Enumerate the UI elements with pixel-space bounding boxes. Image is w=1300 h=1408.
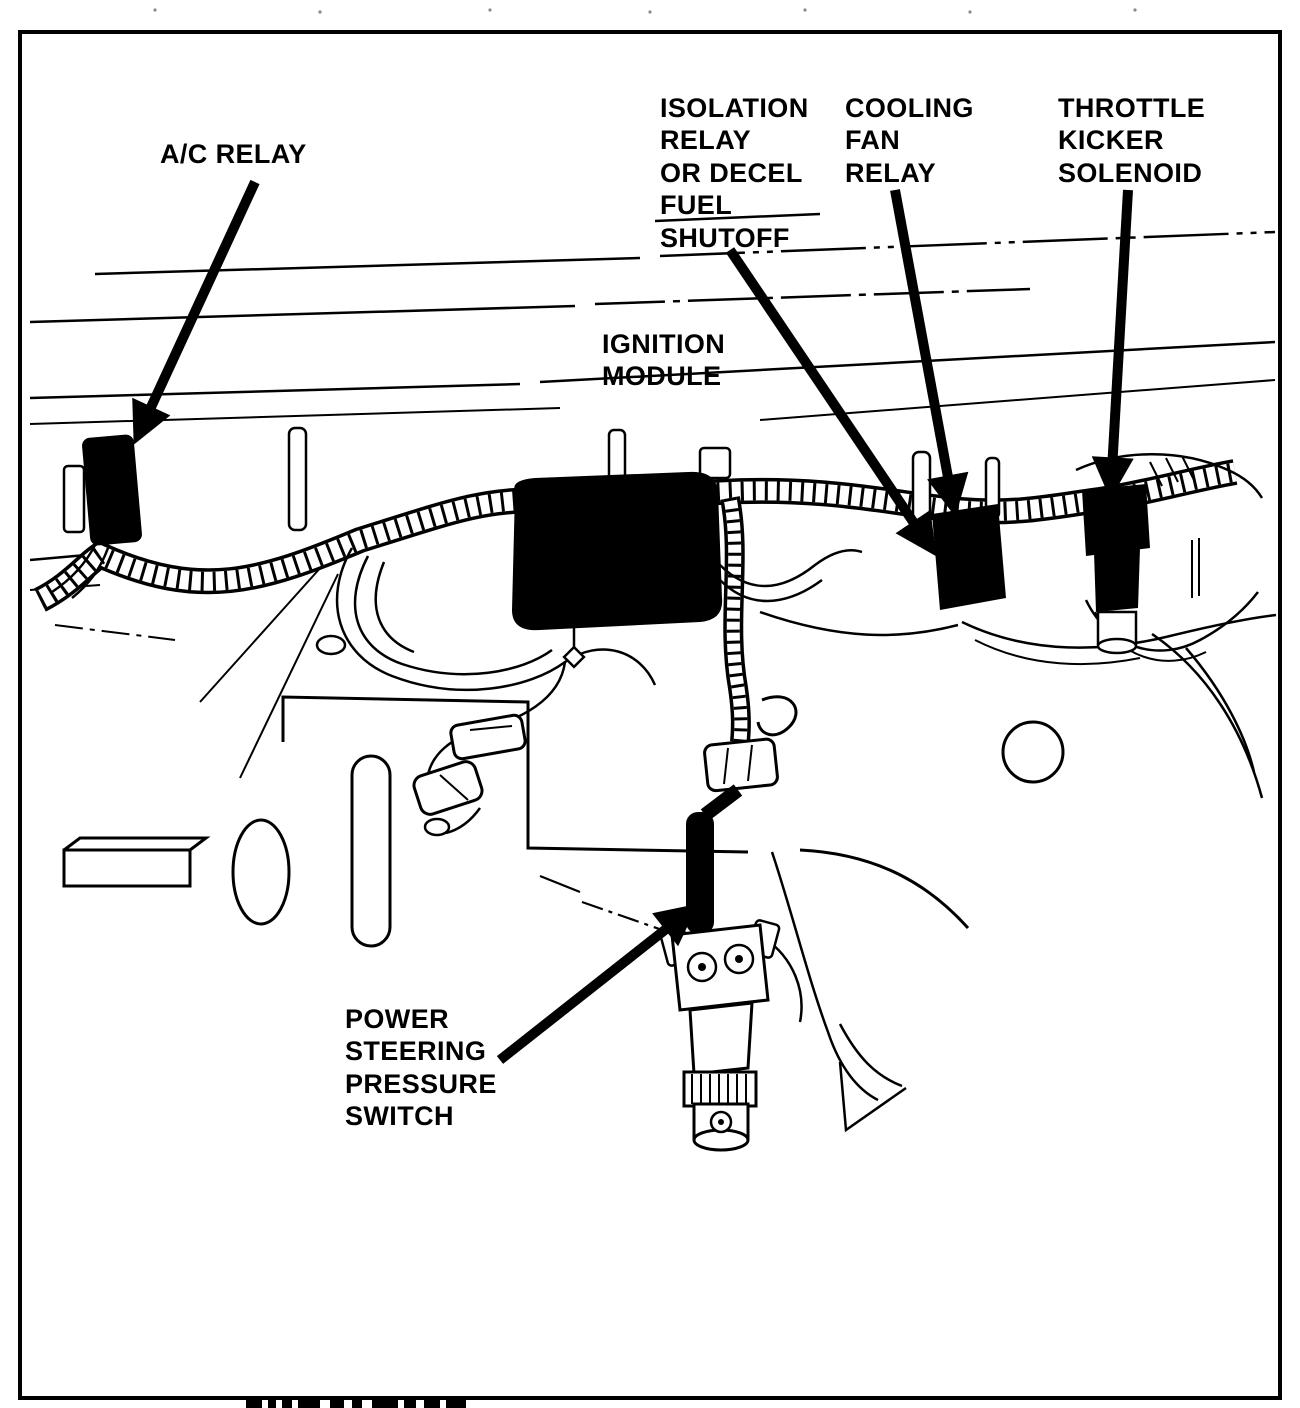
ignition-module-component (512, 471, 723, 631)
callout-arrows (132, 179, 1134, 1064)
hatch-marks (1149, 455, 1200, 598)
harness-connectors (412, 713, 527, 816)
connector-plug (703, 695, 798, 793)
harness-drop-tube (720, 496, 751, 743)
dash-dot-marks (539, 874, 669, 934)
arrow-isolation-relay (725, 247, 937, 557)
ac-relay-component (51, 434, 142, 599)
arrow-cooling-fan-relay (890, 189, 969, 517)
left-hardware (62, 634, 451, 948)
body-lines (29, 212, 1276, 641)
arrow-power-steering-switch (496, 903, 699, 1064)
figure-border (18, 30, 1282, 1400)
fender-lines (763, 851, 907, 1133)
grommet-hole (1001, 720, 1065, 784)
panel-lines (281, 591, 1277, 930)
label-ac-relay: A/C RELAY (160, 139, 307, 169)
label-isolation-relay: ISOLATION RELAY OR DECEL FUEL SHUTOFF (660, 93, 809, 253)
label-cooling-fan-relay: COOLING FAN RELAY (845, 93, 974, 188)
scan-specks (153, 8, 1137, 14)
bolt-icon (562, 628, 586, 669)
arrow-throttle-kicker (1091, 189, 1134, 500)
cooling-fan-relay-component (932, 504, 1006, 610)
label-power-steering-pressure-switch: POWER STEERING PRESSURE SWITCH (345, 1004, 497, 1132)
arrow-ac-relay (132, 179, 260, 445)
cowl-brackets (287, 426, 1264, 534)
throttle-kicker-solenoid-component (1082, 484, 1150, 655)
cropped-figure-caption (246, 1400, 466, 1408)
label-ignition-module: IGNITION MODULE (602, 329, 726, 392)
power-steering-pressure-switch-component (659, 784, 781, 1152)
label-throttle-kicker-solenoid: THROTTLE KICKER SOLENOID (1058, 93, 1206, 188)
